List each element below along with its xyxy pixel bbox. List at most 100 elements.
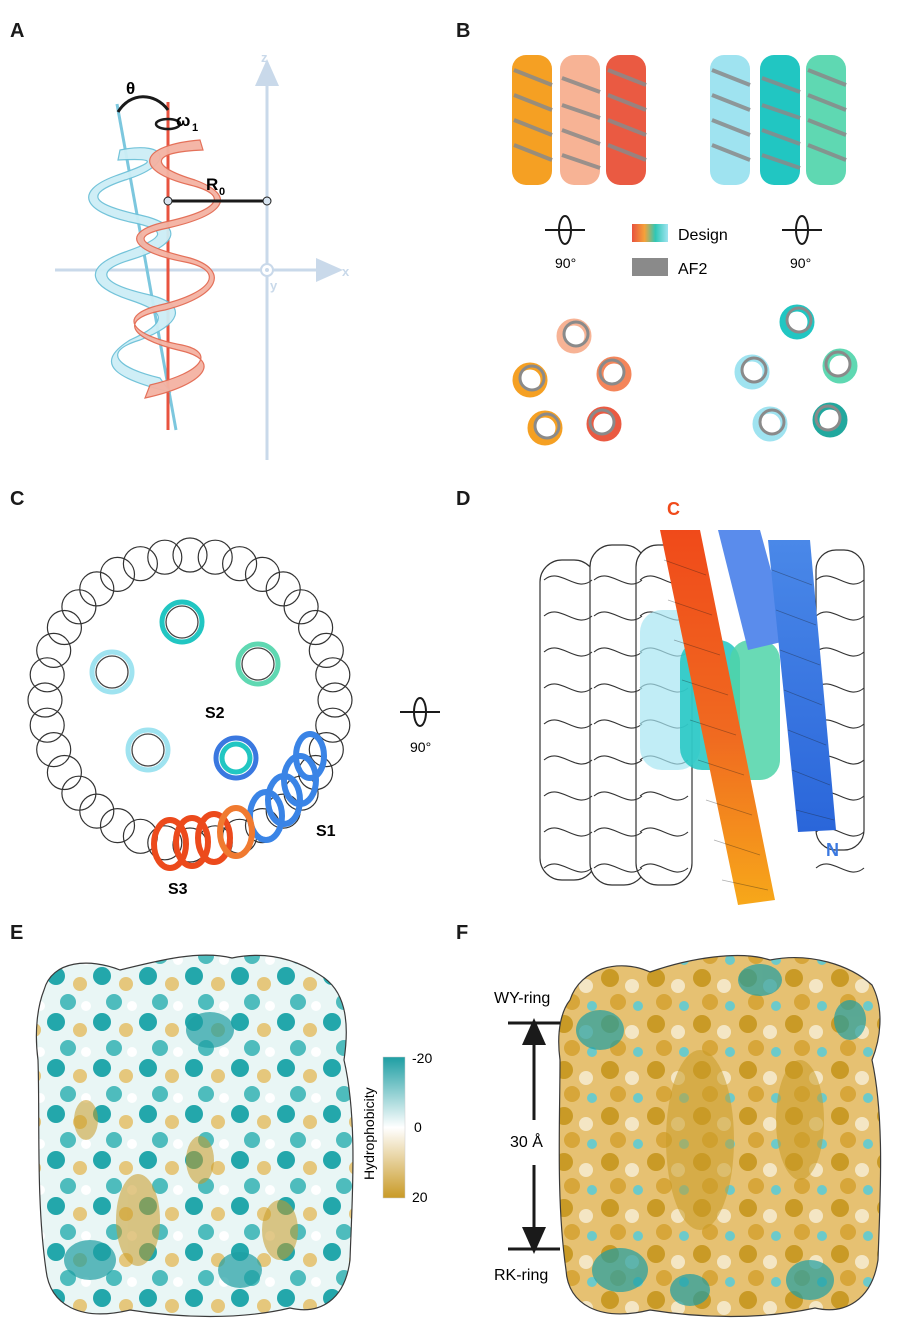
rk-ring-label: RK-ring [494, 1267, 548, 1284]
coil-loop [815, 647, 865, 657]
coil-loop [593, 611, 643, 621]
outer-helix-ring [39, 549, 341, 851]
omega-rotation-icon [154, 117, 182, 131]
coil-loop [543, 719, 593, 729]
coil-loop [543, 827, 593, 837]
outer-coil [244, 556, 281, 593]
x-axis-label: x [342, 264, 350, 279]
panel-label-d: D [456, 488, 471, 510]
outer-coil [122, 546, 158, 582]
coil-loop [543, 683, 593, 693]
legend-label-design: Design [678, 227, 728, 244]
design-bundle-warm-top [512, 318, 632, 446]
coil-loop [593, 827, 643, 837]
coil-loop [593, 647, 643, 657]
outer-coil [222, 546, 258, 582]
panel-f-surface [558, 954, 882, 1318]
panel-d-side-view [539, 530, 865, 905]
c-terminus-label: C [667, 499, 680, 519]
coil-loop [639, 827, 689, 837]
outer-coil [46, 754, 83, 791]
colorbar-title: Hydrophobicity [361, 1087, 377, 1180]
legend-swatch-af2 [632, 258, 668, 276]
outer-coil [147, 539, 183, 575]
omega-subscript: 1 [192, 122, 198, 134]
design-bundle-warm-side [512, 55, 647, 185]
coil-loop [593, 791, 643, 801]
panel-label-a: A [10, 20, 25, 42]
outer-coil [317, 682, 353, 718]
coil-loop [593, 863, 643, 873]
r-subscript: 0 [219, 186, 225, 198]
y-axis-label: y [270, 278, 278, 293]
legend-label-af2: AF2 [678, 261, 707, 278]
outer-coil [79, 571, 115, 607]
design-bundle-cool-top [734, 304, 858, 442]
rotation-icon-right [782, 215, 822, 245]
outer-coil [197, 539, 233, 575]
panel-label-b: B [456, 20, 471, 42]
panel-c-top-view [39, 549, 341, 851]
rotation-icon-c [400, 697, 440, 727]
panel-a-geometry [55, 59, 343, 460]
coil-loop [593, 755, 643, 765]
blue-helix-ribbon [88, 147, 177, 393]
coil-loop [593, 683, 643, 693]
outer-coil [61, 775, 97, 811]
red-helix-ribbon [133, 139, 222, 399]
helix-n-terminal [768, 540, 836, 832]
rotation-icon-left [545, 215, 585, 245]
n-terminus-label: N [826, 840, 839, 860]
outer-coil [99, 807, 136, 844]
coil-loop [543, 791, 593, 801]
outer-coil [29, 657, 65, 693]
coil-loop [593, 575, 643, 585]
theta-label: θ [126, 79, 135, 98]
outer-coil [308, 632, 344, 669]
panel-label-e: E [10, 922, 24, 944]
outer-coil [61, 589, 97, 625]
panel-label-f: F [456, 922, 469, 944]
colorbar-tick-bottom: 20 [412, 1189, 428, 1205]
outer-coil [36, 632, 72, 669]
coil-loop [543, 755, 593, 765]
outer-coil [315, 657, 351, 693]
label-s2: S2 [205, 705, 225, 722]
legend-swatch-design [632, 224, 668, 242]
inner-helices [89, 599, 281, 781]
r-label: R [206, 175, 218, 194]
outer-coil [172, 537, 208, 573]
outer-coil [27, 682, 63, 718]
coil-loop [639, 791, 689, 801]
helix-c-terminal [660, 530, 775, 905]
colorbar-tick-mid: 0 [414, 1119, 422, 1135]
outer-coil [79, 793, 115, 829]
coil-loop [593, 719, 643, 729]
outer-coil [29, 707, 65, 743]
rotation-label-c: 90° [410, 739, 431, 755]
wy-ring-label: WY-ring [494, 990, 550, 1007]
coil-loop [543, 575, 593, 585]
coil-loop [815, 863, 865, 873]
colorbar-tick-top: -20 [412, 1050, 432, 1066]
label-s3: S3 [168, 881, 188, 898]
rotation-label-right: 90° [790, 255, 811, 271]
helix-blue-short [718, 530, 790, 650]
coil-loop [543, 647, 593, 657]
coil-loop [815, 611, 865, 621]
panel-label-c: C [10, 488, 25, 510]
outer-coil [36, 731, 72, 768]
label-s1: S1 [316, 823, 336, 840]
design-bundle-cool-side [710, 55, 847, 185]
omega-label: ω [176, 111, 190, 130]
distance-label: 30 Å [510, 1132, 543, 1151]
coil-loop [639, 863, 689, 873]
outer-coil [46, 609, 83, 646]
outer-coil [308, 731, 344, 768]
panel-e-surface [35, 954, 354, 1318]
s1-helix-coils [247, 731, 327, 843]
coil-loop [815, 575, 865, 585]
outer-coils [27, 537, 353, 863]
coil-loop [543, 863, 593, 873]
